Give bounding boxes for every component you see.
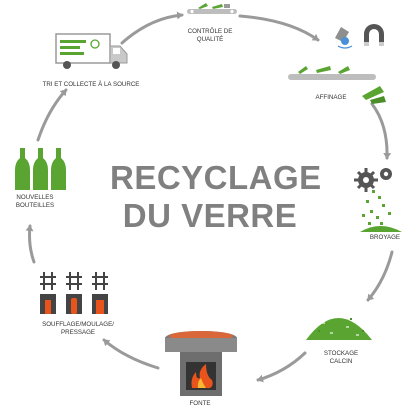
label-stockage-line-1: STOCKAGE bbox=[323, 350, 359, 357]
label-stockage: STOCKAGE CALCIN bbox=[314, 350, 368, 366]
label-stockage-line-2: CALCIN bbox=[329, 357, 353, 365]
label-affinage: AFFINAGE bbox=[315, 94, 347, 101]
label-collecte: TRI ET COLLECTE À LA SOURCE bbox=[42, 81, 140, 88]
mold-icon bbox=[40, 272, 108, 314]
crusher-icon bbox=[354, 168, 402, 232]
arrow-fonte-to-soufflage bbox=[102, 338, 160, 370]
arrow-stockage-to-fonte bbox=[256, 351, 307, 383]
calcin-pile-icon bbox=[306, 306, 372, 340]
arrow-bouteilles-to-collecte bbox=[36, 88, 68, 142]
label-broyage: BROYAGE bbox=[369, 234, 401, 241]
diagram-title-line-2: DU VERRE bbox=[122, 197, 298, 234]
label-bouteilles-line-1: NOUVELLES bbox=[16, 194, 54, 201]
conveyor-icon bbox=[187, 3, 237, 14]
label-controle: CONTRÔLE DE QUALITÉ bbox=[180, 28, 240, 44]
furnace-icon bbox=[165, 331, 237, 396]
arrow-soufflage-to-bouteilles bbox=[25, 224, 36, 264]
label-soufflage: SOUFFLAGE/MOULAGE/ PRESSAGE bbox=[36, 321, 120, 337]
label-bouteilles-line-2: BOUTEILLES bbox=[15, 201, 55, 209]
label-soufflage-line-1: SOUFFLAGE/MOULAGE/ bbox=[42, 321, 114, 328]
arrow-controle-to-affinage bbox=[238, 14, 320, 42]
label-soufflage-line-2: PRESSAGE bbox=[60, 328, 96, 336]
label-fonte: FONTE bbox=[189, 400, 211, 407]
diagram-title-line-1: RECYCLAGE bbox=[110, 159, 322, 196]
label-bouteilles: NOUVELLES BOUTEILLES bbox=[6, 194, 64, 210]
arrow-collecte-to-controle bbox=[120, 11, 184, 45]
arrow-broyage-to-stockage bbox=[366, 250, 394, 302]
label-controle-line-1: CONTRÔLE DE bbox=[187, 28, 233, 35]
bottles-icon bbox=[15, 148, 66, 190]
cycle-arrows bbox=[25, 11, 394, 383]
label-controle-line-2: QUALITÉ bbox=[196, 35, 224, 43]
arrow-affinage-to-broyage bbox=[370, 102, 392, 160]
magnet-icon bbox=[288, 24, 386, 104]
truck-icon bbox=[55, 33, 128, 69]
